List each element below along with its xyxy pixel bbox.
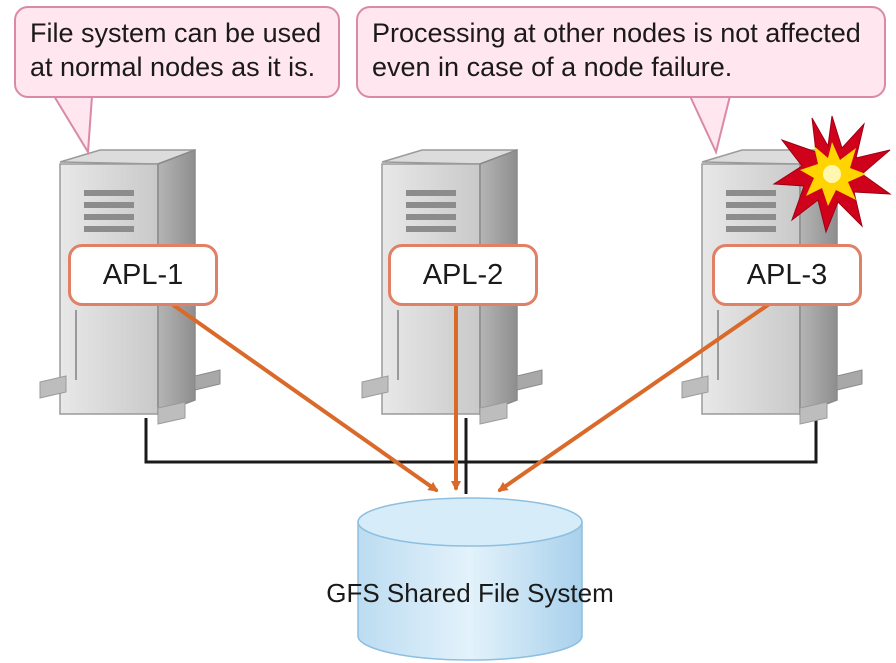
callout-node-failure-line-2: even in case of a node failure. xyxy=(372,52,733,82)
apl-label-2: APL-2 xyxy=(422,258,504,291)
callout-tails xyxy=(53,92,731,156)
apl-box-2: APL-2 xyxy=(388,244,538,306)
network-wiring xyxy=(144,418,818,494)
access-arrows xyxy=(149,288,781,492)
shared-storage-cylinder xyxy=(357,497,583,661)
callout-node-failure-line-1: Processing at other nodes is not affecte… xyxy=(372,18,861,48)
failure-burst-icon xyxy=(772,115,892,234)
apl-box-1: APL-1 xyxy=(68,244,218,306)
arrow-apl-1 xyxy=(149,288,439,492)
arrow-apl-3 xyxy=(497,296,781,492)
storage-label: GFS Shared File System xyxy=(326,578,614,608)
callout-normal-nodes: File system can be used at normal nodes … xyxy=(14,6,340,98)
apl-label-1: APL-1 xyxy=(102,258,184,291)
callout-normal-nodes-line-1: File system can be used xyxy=(30,18,322,48)
callout-node-failure: Processing at other nodes is not affecte… xyxy=(356,6,886,98)
apl-label-3: APL-3 xyxy=(746,258,828,291)
apl-box-3: APL-3 xyxy=(712,244,862,306)
callout-normal-nodes-line-2: at normal nodes as it is. xyxy=(30,52,316,82)
